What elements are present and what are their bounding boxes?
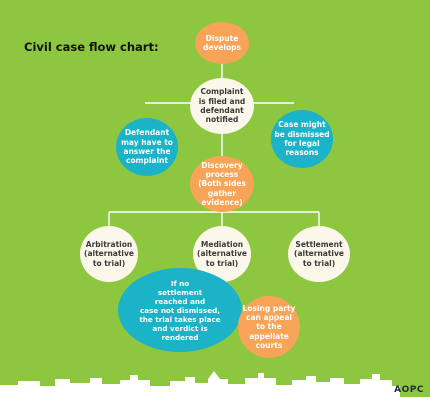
node-settlement: Settlement (alternative to trial) [288, 226, 350, 282]
node-discovery-process: Discovery process (Both sides gather evi… [190, 156, 254, 212]
node-dispute-develops-label: Dispute develops [203, 33, 241, 52]
node-defendant-answer: Defendant may have to answer the complai… [116, 118, 178, 176]
node-trial: If no settlement reached and case not di… [118, 268, 242, 352]
node-discovery-process-label: Discovery process (Both sides gather evi… [198, 160, 246, 208]
city-skyline-silhouette [0, 371, 400, 397]
aopc-logo: AOPC [394, 385, 424, 395]
node-appeal-label: Losing party can appeal to the appellate… [242, 303, 296, 351]
node-complaint-filed: Complaint is filed and defendant notifie… [190, 78, 254, 134]
node-defendant-answer-label: Defendant may have to answer the complai… [121, 128, 173, 166]
node-case-dismissed: Case might be dismissed for legal reason… [271, 110, 333, 168]
node-case-dismissed-label: Case might be dismissed for legal reason… [274, 120, 330, 158]
node-arbitration-label: Arbitration (alternative to trial) [84, 239, 134, 268]
node-trial-label: If no settlement reached and case not di… [139, 278, 221, 342]
node-mediation-label: Mediation (alternative to trial) [197, 239, 247, 268]
node-settlement-label: Settlement (alternative to trial) [294, 239, 344, 268]
node-arbitration: Arbitration (alternative to trial) [80, 226, 138, 282]
node-complaint-filed-label: Complaint is filed and defendant notifie… [198, 87, 246, 125]
chart-title: Civil case flow chart: [24, 40, 159, 54]
node-dispute-develops: Dispute develops [195, 22, 249, 64]
node-appeal: Losing party can appeal to the appellate… [238, 296, 300, 358]
